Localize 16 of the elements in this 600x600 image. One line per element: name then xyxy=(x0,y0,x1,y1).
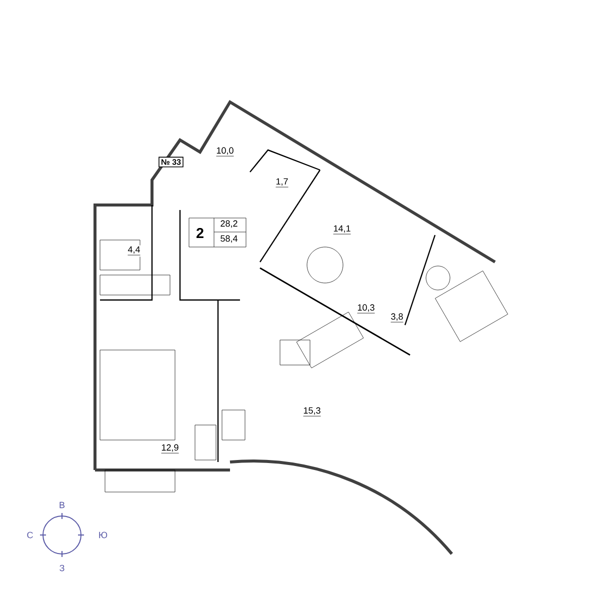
area-label: 10,3 xyxy=(356,303,376,315)
area-label: 10,0 xyxy=(215,146,235,158)
room-count: 2 xyxy=(196,228,204,238)
compass-letter: Ю xyxy=(99,532,108,538)
apartment-number: № 33 xyxy=(158,156,184,168)
area-label: 14,1 xyxy=(332,224,352,236)
area-label: 58,4 xyxy=(220,235,238,243)
area-label: 12,9 xyxy=(160,443,180,455)
area-label: 3,8 xyxy=(390,312,404,324)
compass-letter: С xyxy=(27,532,33,538)
area-label: 28,2 xyxy=(220,220,238,228)
area-label: 4,4 xyxy=(126,245,142,257)
compass-letter: В xyxy=(60,502,65,508)
area-label: 15,3 xyxy=(302,406,322,418)
area-label: 1,7 xyxy=(274,177,290,189)
compass-letter: З xyxy=(60,564,64,572)
